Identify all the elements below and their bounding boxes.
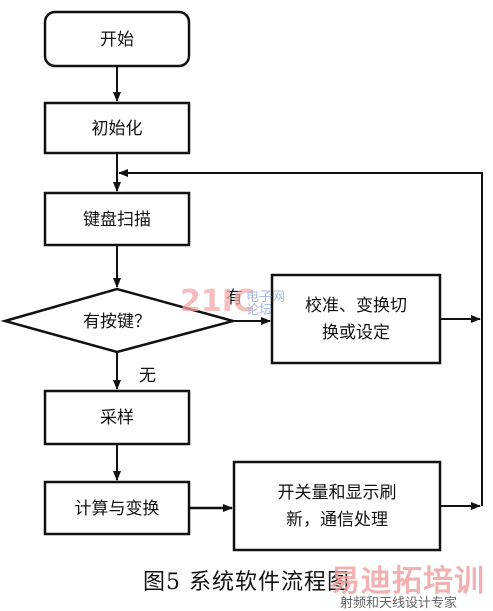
sample-node <box>43 389 191 446</box>
calibrate-label-line1: 校准、变换切 <box>305 296 407 316</box>
output-node <box>232 460 442 552</box>
calibrate-label-line2: 换或设定 <box>322 323 390 343</box>
start-label: 开始 <box>100 30 134 50</box>
calibrate-node <box>270 273 442 365</box>
school-watermark-tagline: 射频和天线设计专家 <box>340 596 458 611</box>
output-label-line1: 开关量和显示刷 <box>278 483 397 503</box>
school-watermark-logo: 易迪拓培训 <box>330 564 485 599</box>
scan-node <box>43 191 191 247</box>
figure-caption: 图5 系统软件流程图 <box>143 570 350 595</box>
site-watermark-sub: 电子网 论坛 <box>246 291 285 317</box>
decision-label: 有按键？ <box>83 312 151 332</box>
site-watermark-sub-line1: 电子网 <box>246 290 286 305</box>
compute-node <box>43 480 191 536</box>
output-label-line2: 新，通信处理 <box>286 510 388 530</box>
edge-yes-label: 有 <box>226 288 243 308</box>
edge-loop-back <box>118 169 483 506</box>
init-node <box>43 101 191 155</box>
site-watermark-sub-line2: 论坛 <box>246 303 273 318</box>
init-label: 初始化 <box>92 119 143 139</box>
edge-no-label: 无 <box>139 366 156 386</box>
site-watermark-logo: 21IC <box>180 284 255 319</box>
compute-label: 计算与变换 <box>75 499 160 519</box>
scan-label: 键盘扫描 <box>83 210 151 230</box>
sample-label: 采样 <box>100 408 134 428</box>
